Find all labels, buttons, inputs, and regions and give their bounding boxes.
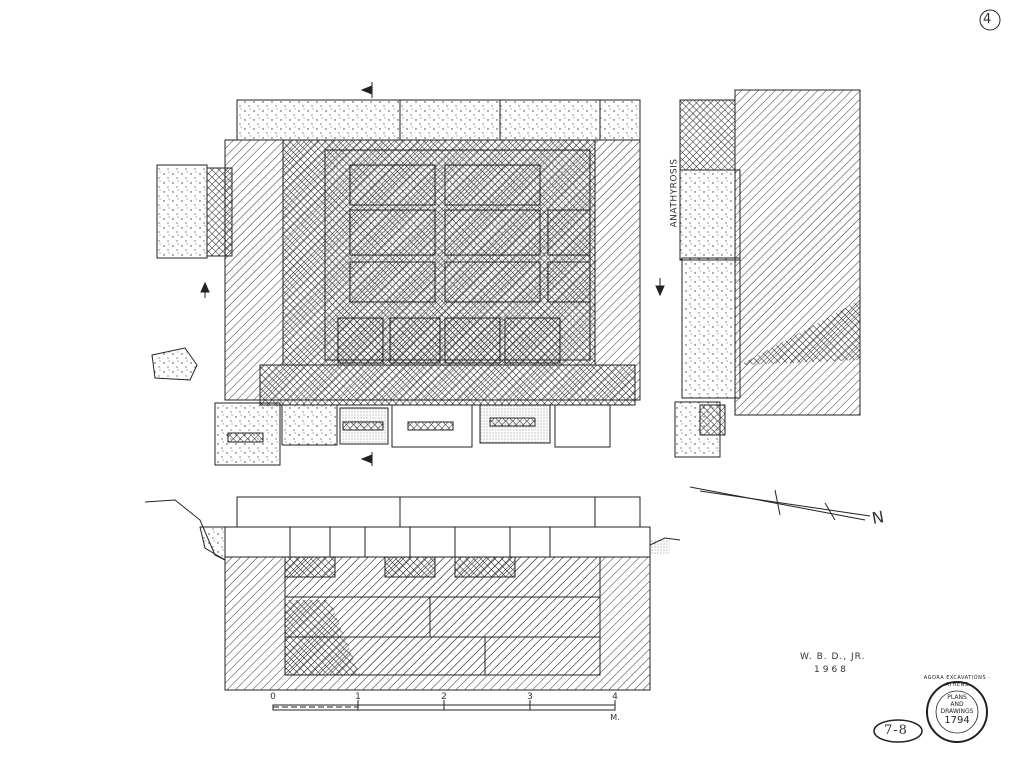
- stamp-inner: PLANS AND DRAWINGS 1794: [937, 694, 977, 727]
- scale-unit: M.: [610, 713, 620, 722]
- catalog-mark: 7-8: [884, 723, 908, 738]
- anathyrosis-label: ANATHYROSIS: [669, 158, 680, 228]
- catalog-oval: [873, 719, 923, 743]
- stamp-line-1: PLANS: [947, 694, 967, 701]
- stamp-number: 1794: [944, 715, 970, 726]
- scale-bar: [272, 700, 616, 711]
- sheet-number: 4: [983, 12, 993, 27]
- sheet-number-circle: [979, 9, 1001, 31]
- stamp-line-3: DRAWINGS: [940, 708, 974, 715]
- stamp-line-2: AND: [950, 701, 964, 708]
- drawing-year: 1968: [814, 665, 849, 675]
- stamp-ring-text: AGORA EXCAVATIONS · ATHENS: [923, 675, 991, 688]
- agora-stamp: [926, 681, 988, 743]
- loose-stone: [151, 347, 198, 381]
- author-signature: W. B. D., JR.: [800, 652, 866, 662]
- plan-view: [151, 82, 665, 466]
- scale-tick-4: 4: [612, 692, 618, 702]
- side-section-view: [674, 89, 861, 458]
- scale-tick-3: 3: [527, 692, 533, 702]
- scale-tick-2: 2: [441, 692, 447, 702]
- scale-tick-0: 0: [270, 692, 276, 702]
- north-arrow: [689, 486, 871, 521]
- elevation-view: [144, 496, 681, 691]
- scale-tick-1: 1: [355, 692, 361, 702]
